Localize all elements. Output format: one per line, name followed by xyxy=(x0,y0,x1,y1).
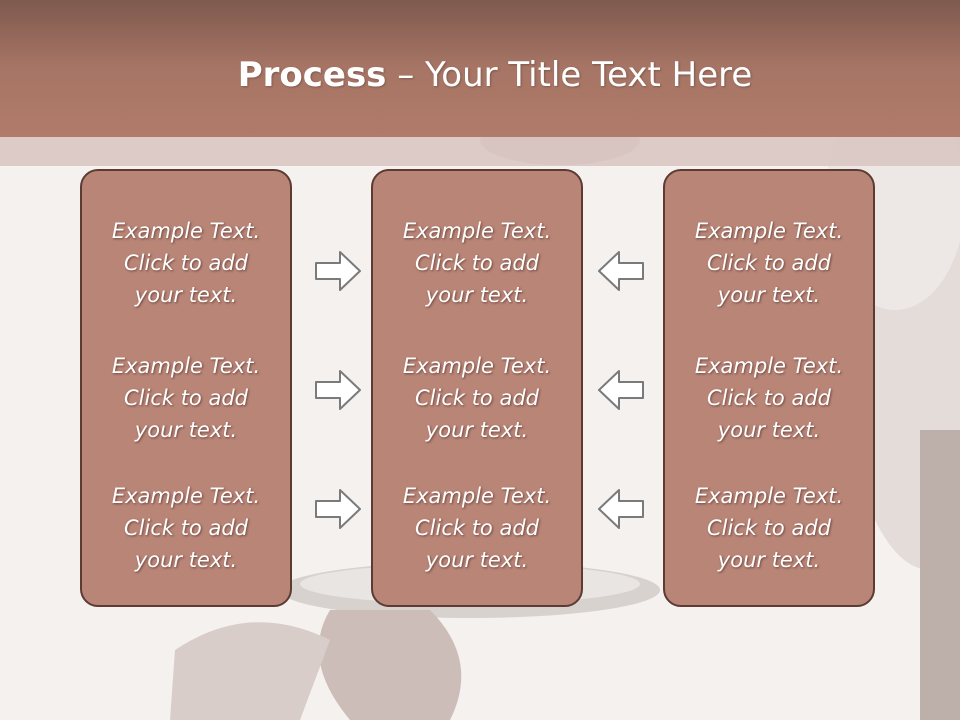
text-line: your text. xyxy=(134,418,238,442)
text-line: Click to add xyxy=(706,251,831,275)
process-box-left[interactable]: Example Text. Click to add your text. Ex… xyxy=(80,169,292,607)
text-line: your text. xyxy=(425,283,529,307)
text-line: Example Text. xyxy=(111,354,261,378)
process-box-right[interactable]: Example Text. Click to add your text. Ex… xyxy=(663,169,875,607)
text-line: your text. xyxy=(425,548,529,572)
text-line: Example Text. xyxy=(694,219,844,243)
text-line: Click to add xyxy=(123,251,248,275)
text-line: your text. xyxy=(717,283,821,307)
text-placeholder[interactable]: Example Text. Click to add your text. xyxy=(82,215,290,311)
arrow-right-icon xyxy=(315,370,361,410)
arrow-left-icon xyxy=(598,370,644,410)
text-line: Click to add xyxy=(123,516,248,540)
title-rest-part: – Your Title Text Here xyxy=(386,55,753,95)
text-line: your text. xyxy=(425,418,529,442)
text-line: Example Text. xyxy=(402,484,552,508)
title-sub-band xyxy=(0,137,960,166)
text-line: Example Text. xyxy=(694,484,844,508)
text-line: Click to add xyxy=(414,251,539,275)
text-line: Click to add xyxy=(123,386,248,410)
text-placeholder[interactable]: Example Text. Click to add your text. xyxy=(665,350,873,446)
text-placeholder[interactable]: Example Text. Click to add your text. xyxy=(82,350,290,446)
text-line: Example Text. xyxy=(111,219,261,243)
text-line: your text. xyxy=(717,548,821,572)
text-line: your text. xyxy=(134,548,238,572)
text-placeholder[interactable]: Example Text. Click to add your text. xyxy=(373,480,581,576)
text-placeholder[interactable]: Example Text. Click to add your text. xyxy=(665,215,873,311)
text-line: your text. xyxy=(134,283,238,307)
arrow-right-icon xyxy=(315,251,361,291)
title-bar xyxy=(0,0,960,137)
text-placeholder[interactable]: Example Text. Click to add your text. xyxy=(373,350,581,446)
text-placeholder[interactable]: Example Text. Click to add your text. xyxy=(665,480,873,576)
arrow-left-icon xyxy=(598,251,644,291)
text-line: your text. xyxy=(717,418,821,442)
text-line: Example Text. xyxy=(402,354,552,378)
text-placeholder[interactable]: Example Text. Click to add your text. xyxy=(373,215,581,311)
process-box-center[interactable]: Example Text. Click to add your text. Ex… xyxy=(371,169,583,607)
text-line: Click to add xyxy=(414,386,539,410)
text-line: Example Text. xyxy=(402,219,552,243)
text-placeholder[interactable]: Example Text. Click to add your text. xyxy=(82,480,290,576)
text-line: Click to add xyxy=(414,516,539,540)
text-line: Click to add xyxy=(706,386,831,410)
text-line: Example Text. xyxy=(694,354,844,378)
text-line: Example Text. xyxy=(111,484,261,508)
arrow-right-icon xyxy=(315,489,361,529)
slide-title[interactable]: Process – Your Title Text Here xyxy=(0,52,960,98)
title-bold-part: Process xyxy=(237,55,387,95)
text-line: Click to add xyxy=(706,516,831,540)
arrow-left-icon xyxy=(598,489,644,529)
